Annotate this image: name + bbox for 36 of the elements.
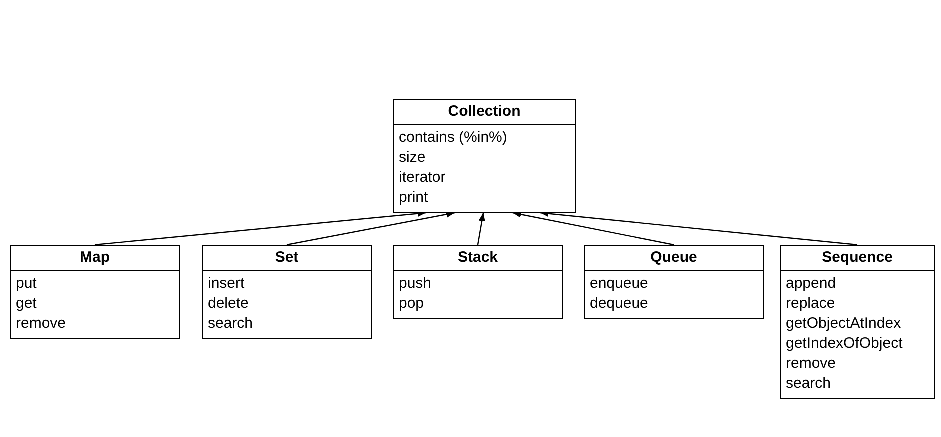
method-name: remove — [785, 354, 836, 374]
inheritance-arrow — [477, 212, 486, 246]
inheritance-arrow — [540, 210, 858, 246]
class-box — [202, 245, 372, 339]
method-name: insert — [207, 274, 245, 294]
class-name: Collection — [394, 100, 575, 125]
inheritance-arrow — [286, 211, 455, 246]
method-name: search — [207, 314, 254, 334]
method-name: dequeue — [589, 294, 648, 314]
class-name: Stack — [394, 246, 562, 271]
inheritance-arrow — [512, 211, 674, 246]
method-name: print — [398, 188, 428, 208]
method-name: contains (%in%) — [398, 128, 508, 148]
method-name: replace — [785, 294, 836, 314]
method-name: getIndexOfObject — [785, 334, 903, 354]
class-box — [393, 245, 563, 319]
method-name: size — [398, 148, 426, 168]
method-name: pop — [398, 294, 424, 314]
class-name: Map — [11, 246, 179, 271]
method-name: remove — [15, 314, 66, 334]
method-name: append — [785, 274, 836, 294]
method-name: get — [15, 294, 37, 314]
class-name: Queue — [585, 246, 763, 271]
class-box — [393, 99, 576, 213]
class-box — [10, 245, 180, 339]
method-name: iterator — [398, 168, 446, 188]
class-name: Sequence — [781, 246, 934, 271]
method-name: getObjectAtIndex — [785, 314, 902, 334]
class-name: Set — [203, 246, 371, 271]
method-name: put — [15, 274, 37, 294]
method-name: push — [398, 274, 432, 294]
class-box — [584, 245, 764, 319]
method-name: enqueue — [589, 274, 648, 294]
class-box — [780, 245, 935, 399]
method-name: search — [785, 374, 832, 394]
method-name: delete — [207, 294, 249, 314]
